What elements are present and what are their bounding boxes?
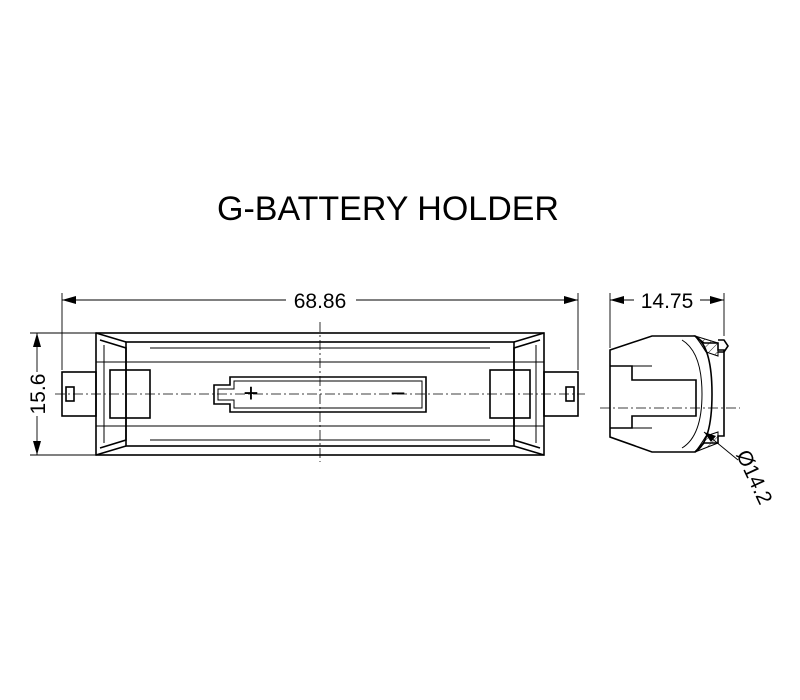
side-view: 14.75 Ø14.2 — [600, 288, 776, 508]
battery-symbol: + − — [213, 376, 427, 413]
front-view: + − 68.86 15.6 — [24, 288, 585, 462]
hatched-section-top — [693, 335, 719, 357]
drawing-title: G-BATTERY HOLDER — [217, 190, 559, 228]
negative-terminal-label: − — [390, 378, 405, 408]
left-solder-tab — [61, 369, 151, 419]
diameter-value: Ø14.2 — [731, 446, 776, 508]
length-dimension: 68.86 — [61, 288, 579, 370]
depth-dimension: 14.75 — [609, 288, 725, 348]
depth-value: 14.75 — [641, 290, 694, 313]
positive-terminal-label: + — [243, 378, 258, 408]
height-dimension: 15.6 — [24, 332, 96, 456]
length-value: 68.86 — [294, 290, 347, 313]
height-value: 15.6 — [27, 374, 50, 415]
right-solder-tab — [489, 369, 579, 419]
